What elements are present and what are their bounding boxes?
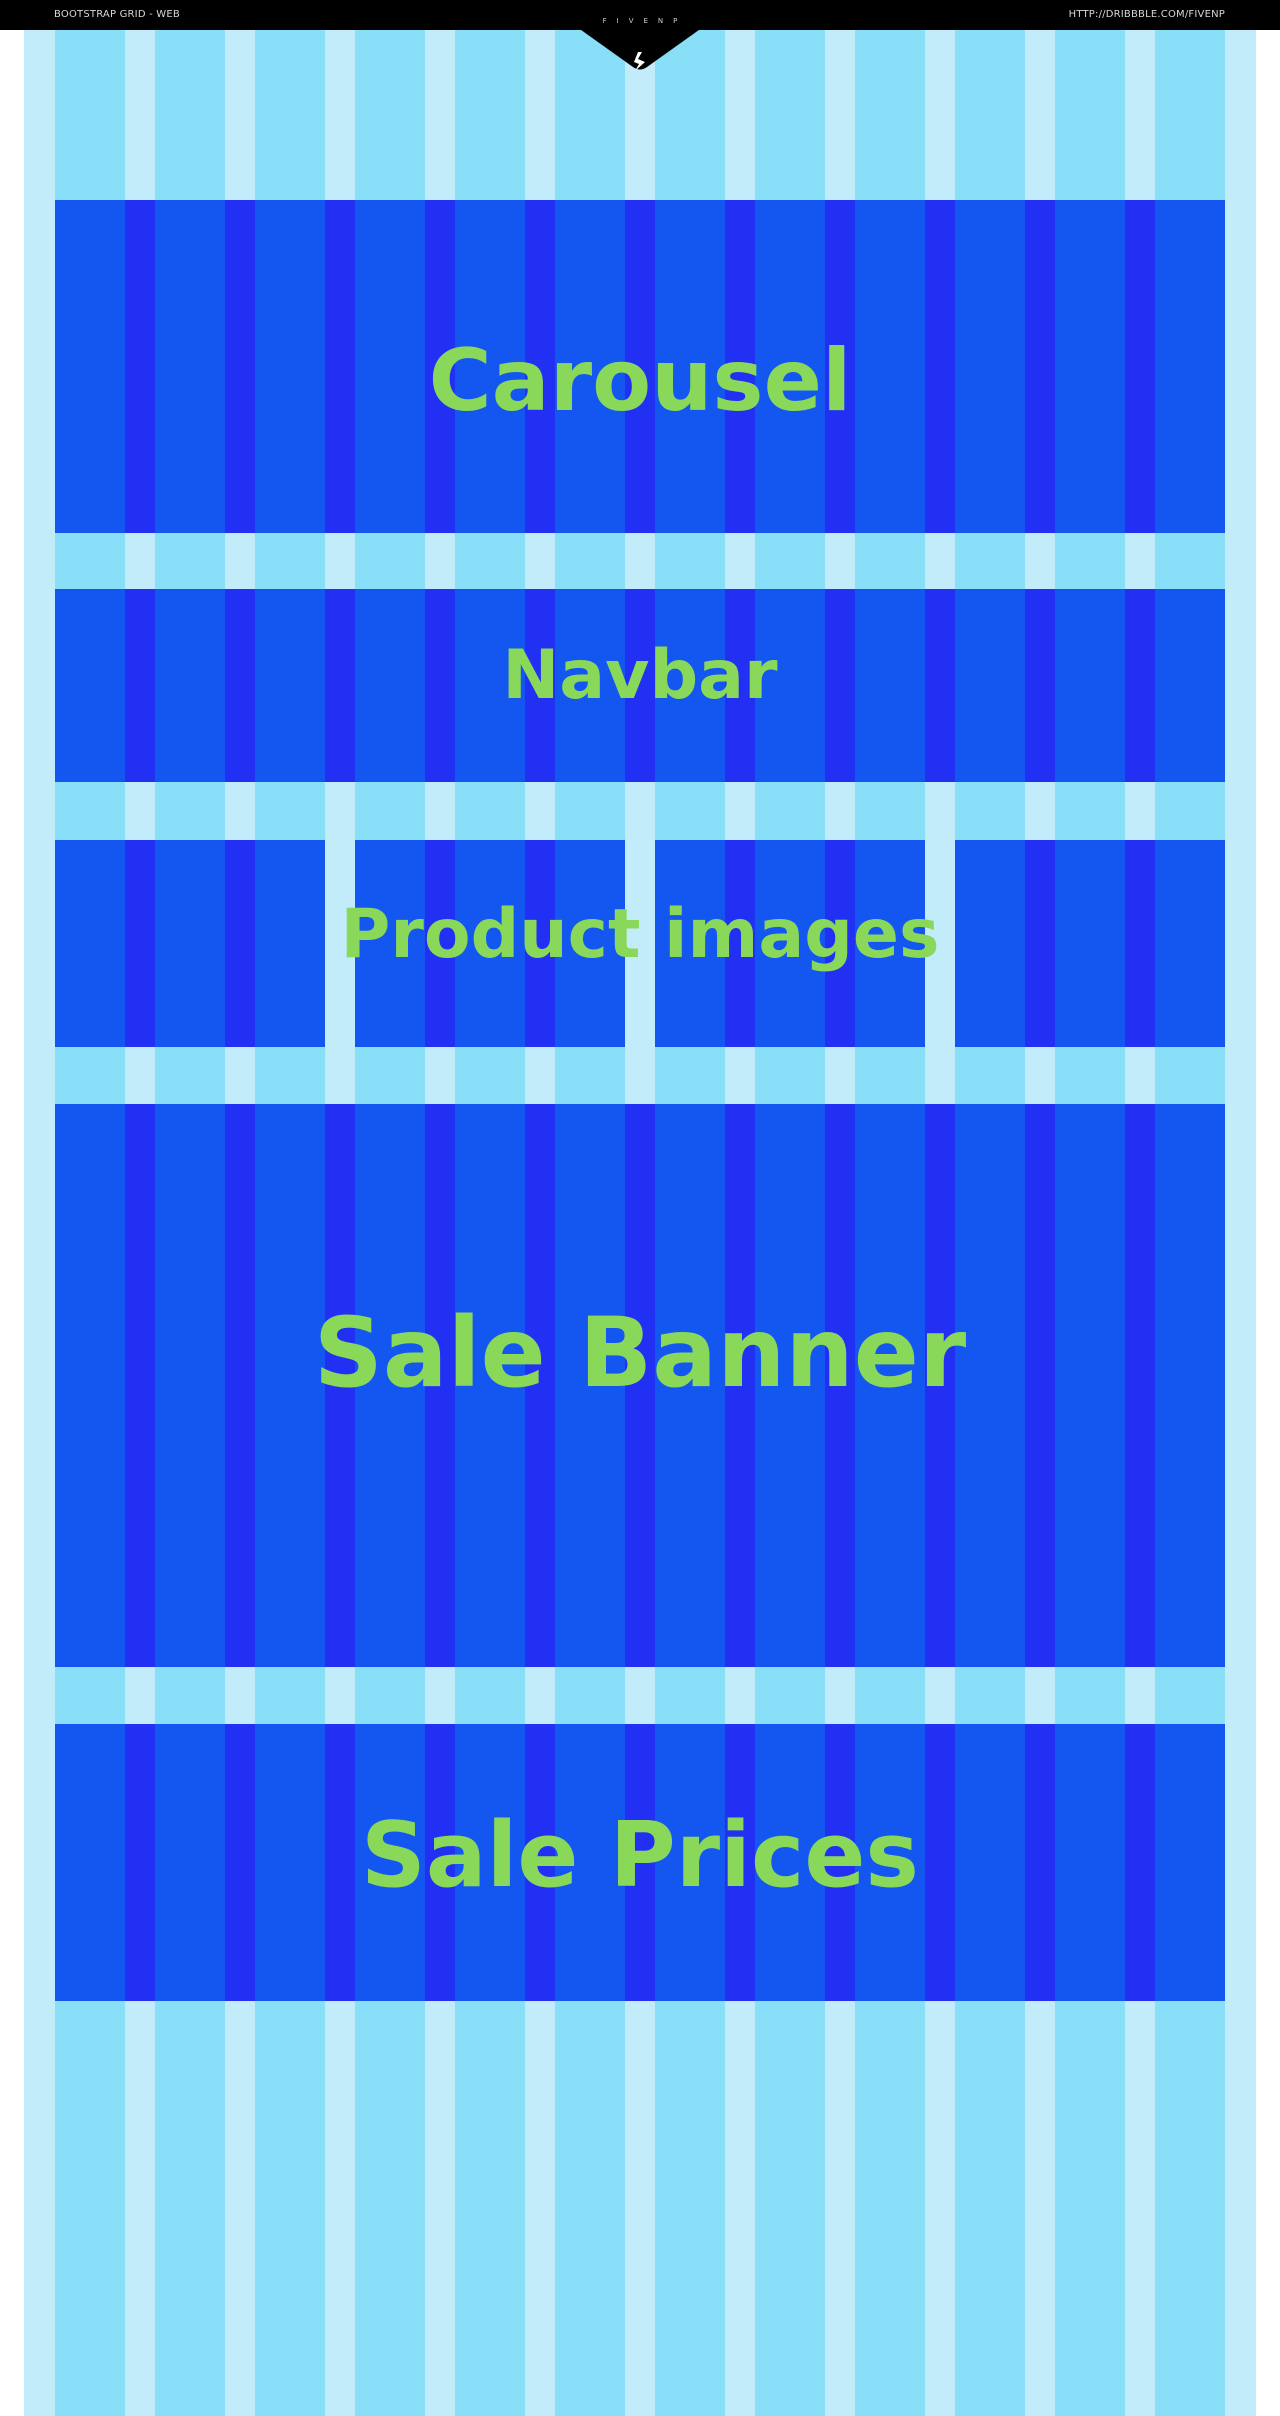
block-grid-column xyxy=(255,200,325,533)
block-grid-column xyxy=(755,840,825,1047)
sale-banner-label: Sale Banner xyxy=(313,1297,967,1409)
bird-icon xyxy=(634,52,645,71)
sale-banner-block: Sale Banner xyxy=(55,1104,1225,1667)
block-grid-column xyxy=(755,589,825,782)
block-grid-column xyxy=(355,1104,425,1667)
product-images-label: Product images xyxy=(340,895,940,974)
brand-name: FIVENP xyxy=(602,17,688,25)
product-image-block xyxy=(655,840,925,1047)
block-grid-column xyxy=(955,1104,1025,1667)
block-grid-column xyxy=(1055,1724,1125,2001)
block-grid-column xyxy=(355,589,425,782)
block-grid-column xyxy=(155,1104,225,1667)
block-grid-column xyxy=(1155,589,1225,782)
block-grid-column xyxy=(255,840,325,1047)
block-grid-column xyxy=(1155,1104,1225,1667)
block-grid-column xyxy=(55,200,125,533)
block-grid-column xyxy=(1055,589,1125,782)
block-grid-column xyxy=(155,589,225,782)
block-grid-column xyxy=(155,1724,225,2001)
block-grid-column xyxy=(855,1724,925,2001)
block-grid-column xyxy=(455,840,525,1047)
carousel-block: Carousel xyxy=(55,200,1225,533)
block-grid-column xyxy=(55,589,125,782)
block-grid-column xyxy=(555,1104,625,1667)
block-grid-column xyxy=(655,1724,725,2001)
carousel-label: Carousel xyxy=(428,331,852,431)
block-grid-column xyxy=(455,200,525,533)
block-grid-column xyxy=(455,1724,525,2001)
block-grid-column xyxy=(655,1104,725,1667)
block-grid-column xyxy=(1055,840,1125,1047)
block-grid-column xyxy=(1155,200,1225,533)
block-grid-column xyxy=(55,840,125,1047)
block-grid-column xyxy=(1155,840,1225,1047)
product-image-block xyxy=(55,840,325,1047)
block-grid-column xyxy=(455,1104,525,1667)
block-grid-column xyxy=(655,589,725,782)
block-grid-column xyxy=(55,1724,125,2001)
block-grid-column xyxy=(855,840,925,1047)
grid-background: Carousel Navbar Product images Sale Bann… xyxy=(24,30,1256,2416)
block-grid-column xyxy=(955,840,1025,1047)
product-image-block xyxy=(355,840,625,1047)
block-grid-column xyxy=(755,1724,825,2001)
navbar-label: Navbar xyxy=(502,636,778,715)
block-grid-column xyxy=(155,840,225,1047)
block-grid-column xyxy=(1155,1724,1225,2001)
block-grid-column xyxy=(355,200,425,533)
block-grid-column xyxy=(355,1724,425,2001)
product-image-block xyxy=(955,840,1225,1047)
block-grid-column xyxy=(55,1104,125,1667)
sale-prices-block: Sale Prices xyxy=(55,1724,1225,2001)
block-grid-column xyxy=(855,589,925,782)
logo-tab-shape xyxy=(539,0,741,70)
block-grid-column xyxy=(955,200,1025,533)
block-grid-column xyxy=(555,1724,625,2001)
sale-prices-label: Sale Prices xyxy=(361,1803,919,1908)
block-grid-column xyxy=(1055,200,1125,533)
block-grid-column xyxy=(655,200,725,533)
block-grid-column xyxy=(755,200,825,533)
block-grid-column xyxy=(755,1104,825,1667)
dribbble-link[interactable]: HTTP://DRIBBBLE.COM/FIVENP xyxy=(1068,9,1225,20)
block-grid-column xyxy=(1055,1104,1125,1667)
brand-logo-tab: FIVENP xyxy=(539,0,741,95)
block-grid-column xyxy=(955,589,1025,782)
block-grid-column xyxy=(955,1724,1025,2001)
block-grid-column xyxy=(555,840,625,1047)
block-grid-column xyxy=(455,589,525,782)
block-grid-column xyxy=(855,1104,925,1667)
block-grid-column xyxy=(655,840,725,1047)
block-grid-column xyxy=(855,200,925,533)
block-grid-column xyxy=(255,1724,325,2001)
block-grid-column xyxy=(255,1104,325,1667)
file-title: BOOTSTRAP GRID - WEB xyxy=(54,9,180,20)
block-grid-column xyxy=(555,589,625,782)
block-grid-column xyxy=(155,200,225,533)
block-grid-column xyxy=(355,840,425,1047)
block-grid-column xyxy=(555,200,625,533)
block-grid-column xyxy=(255,589,325,782)
navbar-block: Navbar xyxy=(55,589,1225,782)
